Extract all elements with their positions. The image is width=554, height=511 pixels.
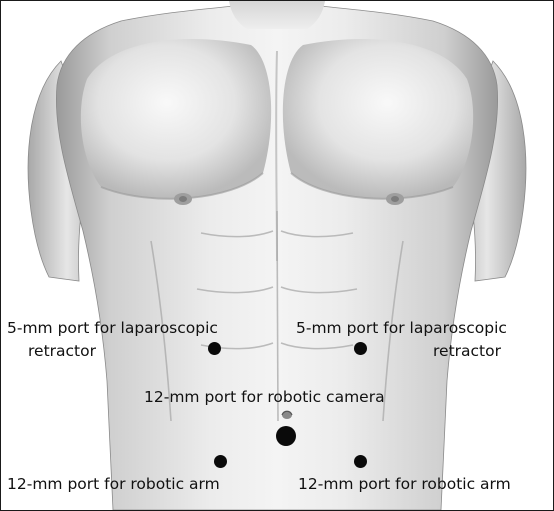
label-right-retractor-line1: 5-mm port for laparoscopic xyxy=(296,318,507,338)
port-right-retractor xyxy=(354,342,367,355)
label-left-retractor-line1: 5-mm port for laparoscopic xyxy=(7,318,218,338)
label-camera: 12-mm port for robotic camera xyxy=(144,387,385,407)
label-left-retractor-line2: retractor xyxy=(28,341,96,361)
neck xyxy=(229,1,325,29)
port-right-arm xyxy=(354,455,367,468)
port-left-arm xyxy=(214,455,227,468)
label-left-arm: 12-mm port for robotic arm xyxy=(7,474,220,494)
label-right-arm: 12-mm port for robotic arm xyxy=(298,474,511,494)
port-camera xyxy=(276,426,296,446)
right-pectoral xyxy=(283,39,473,199)
port-left-retractor xyxy=(208,342,221,355)
left-pectoral xyxy=(81,39,271,199)
label-right-retractor-line2: retractor xyxy=(433,341,501,361)
